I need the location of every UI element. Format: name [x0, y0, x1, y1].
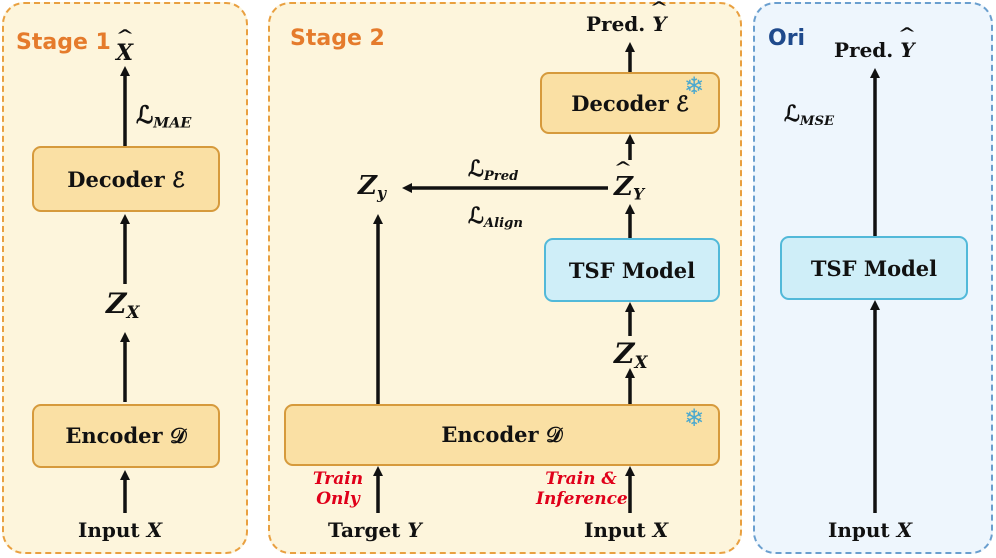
stage1-encoder-box: Encoder 𝒟 [32, 404, 220, 468]
ori-pred-label: Pred. Y [834, 40, 915, 60]
stage2-decoder-box: Decoder ℰ [540, 72, 720, 134]
stage2-latent-zhat-y: ZY [614, 174, 644, 202]
ori-input-label: Input X [828, 518, 913, 542]
stage1-input-label: Input X [78, 518, 163, 542]
stage2-target-label: Target Y [328, 518, 422, 542]
stage2-loss-align: ℒAlign [468, 203, 523, 231]
train-only-note: Train Only [312, 469, 364, 509]
stage2-latent-zx: ZX [614, 337, 648, 373]
stage2-latent-zy: Zy [358, 171, 387, 203]
train-inference-note: Train & Inference [536, 469, 628, 509]
snowflake-icon: ❄ [684, 72, 705, 100]
stage2-title: Stage 2 [290, 26, 385, 51]
stage2-tsf-model-box: TSF Model [544, 238, 720, 302]
stage1-decoder-box: Decoder ℰ [32, 146, 220, 212]
ori-loss-mse: ℒMSE [784, 101, 835, 129]
ori-title: Ori [768, 26, 806, 51]
stage2-encoder-box: Encoder 𝒟 [284, 404, 720, 466]
stage2-loss-pred: ℒPred [468, 156, 519, 184]
snowflake-icon: ❄ [684, 404, 705, 432]
stage2-pred-label: Pred. Y [586, 14, 667, 34]
stage1-latent-zx: ZX [106, 287, 140, 323]
stage1-title: Stage 1 [16, 30, 111, 55]
stage1-output-xhat: X [116, 42, 133, 64]
stage2-input-label: Input X [584, 518, 669, 542]
stage1-loss-mae: ℒMAE [136, 100, 192, 132]
ori-tsf-model-box: TSF Model [780, 236, 968, 300]
